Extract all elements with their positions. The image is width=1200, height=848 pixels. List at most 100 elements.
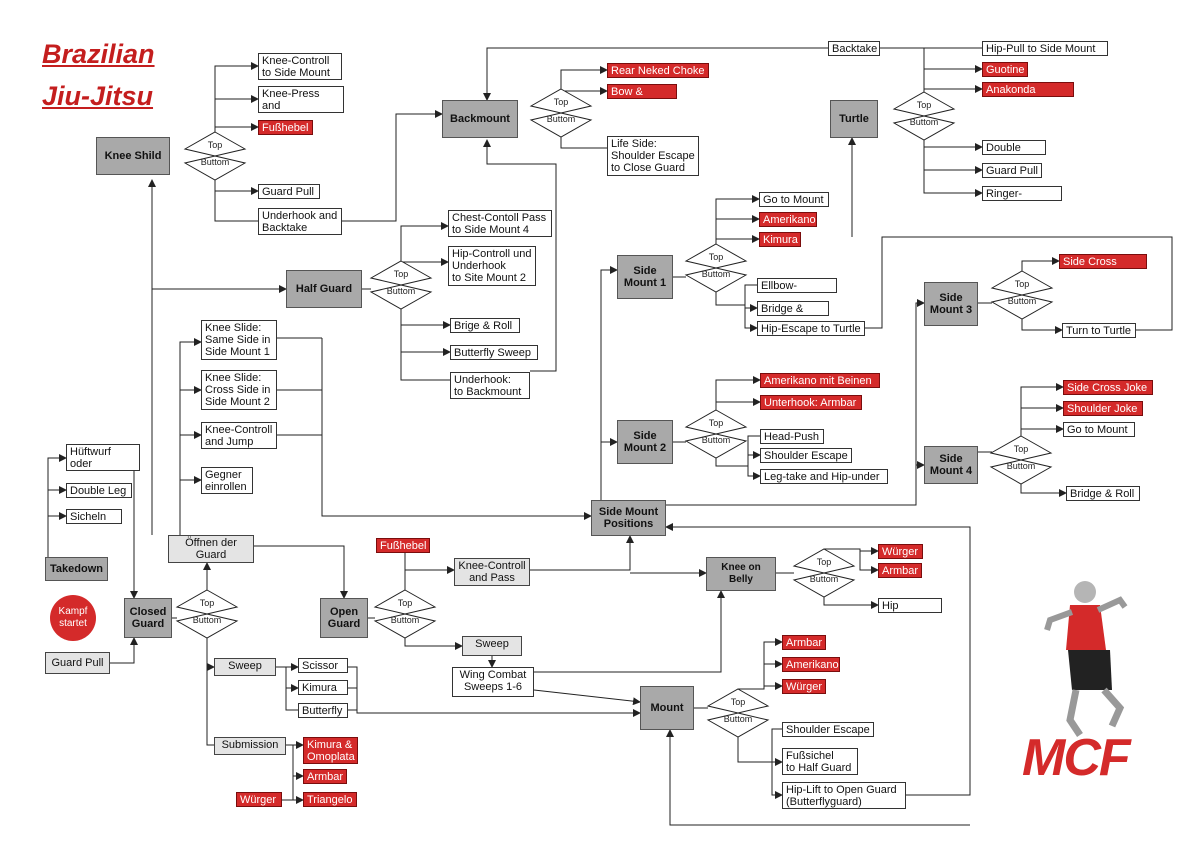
node-td-double-leg[interactable]: Double Leg — [66, 483, 132, 498]
connector — [560, 66, 608, 89]
node-kob-armbar[interactable]: Armbar — [878, 563, 922, 578]
node-og-sweep[interactable]: Sweep — [462, 636, 522, 656]
diamond-bottom-label: Buttom — [723, 714, 753, 724]
node-ks-knee-controll[interactable]: Knee-Controll to Side Mount 1 — [258, 53, 342, 80]
node-sm4-shoulder[interactable]: Shoulder Joke — [1063, 401, 1143, 416]
connector — [214, 191, 258, 222]
node-sm2-leg-take[interactable]: Leg-take and Hip-under — [760, 469, 888, 484]
diamond-top-label: Top — [207, 140, 223, 150]
node-cg-scissor[interactable]: Scissor — [298, 658, 348, 673]
node-sm4-go-mount[interactable]: Go to Mount — [1063, 422, 1135, 437]
node-og-knee-controll-jump[interactable]: Knee-Controll and Jump — [201, 422, 277, 449]
diamond-top-label: Top — [553, 97, 569, 107]
node-kob-wuerger[interactable]: Würger — [878, 544, 923, 559]
diamond-side-mount-2 — [684, 409, 748, 459]
node-side-mount-3[interactable]: Side Mount 3 — [924, 282, 978, 326]
node-og-fusshebel[interactable]: Fußhebel — [376, 538, 430, 553]
node-side-mount-1[interactable]: Side Mount 1 — [617, 255, 673, 299]
node-hg-underhook[interactable]: Underhook: to Backmount — [450, 372, 530, 399]
node-mount[interactable]: Mount — [640, 686, 694, 730]
node-ks-guard-pull[interactable]: Guard Pull — [258, 184, 320, 199]
node-hg-butterfly[interactable]: Butterfly Sweep — [450, 345, 538, 360]
node-sm1-hip-escape[interactable]: Hip-Escape to Turtle — [757, 321, 865, 336]
node-cg-wuerger[interactable]: Würger — [236, 792, 282, 807]
node-knee-shield[interactable]: Knee Shild — [96, 137, 170, 175]
node-closed-guard[interactable]: Closed Guard — [124, 598, 172, 638]
node-takedown[interactable]: Takedown — [45, 557, 108, 581]
node-sm3-cross[interactable]: Side Cross Joke — [1059, 254, 1147, 269]
node-sm1-kimura[interactable]: Kimura — [759, 232, 801, 247]
node-tu-guard-pull[interactable]: Guard Pull — [982, 163, 1042, 178]
node-sm2-unterhook[interactable]: Unterhook: Armbar — [760, 395, 862, 410]
node-hg-brige[interactable]: Brige & Roll — [450, 318, 520, 333]
connector — [666, 729, 970, 826]
node-open-guard[interactable]: Open Guard — [320, 598, 368, 638]
node-side-mount-positions[interactable]: Side Mount Positions — [591, 500, 666, 536]
node-cg-sweep[interactable]: Sweep — [214, 658, 276, 676]
connector — [744, 305, 758, 332]
node-sm2-shoulder[interactable]: Shoulder Escape — [760, 448, 852, 463]
node-bm-rear-naked[interactable]: Rear Neked Choke — [607, 63, 709, 78]
node-cg-kimura-omoplata[interactable]: Kimura & Omoplata — [303, 737, 358, 764]
node-hg-hip-controll[interactable]: Hip-Controll und Underhook to Site Mount… — [448, 246, 536, 286]
node-og-knee-slide-cross[interactable]: Knee Slide: Cross Side in Side Mount 2 — [201, 370, 277, 410]
node-kampf-startet[interactable]: Kampf startet — [50, 595, 96, 641]
node-hueftwurf[interactable]: Hüftwurf oder Schulterwurf — [66, 444, 140, 471]
node-cg-triangelo[interactable]: Triangelo — [303, 792, 357, 807]
node-backtake[interactable]: Backtake — [828, 41, 880, 56]
node-tu-double-leg[interactable]: Double Leg — [982, 140, 1046, 155]
diamond-top-label: Top — [199, 598, 215, 608]
node-sm4-cross[interactable]: Side Cross Joke — [1063, 380, 1153, 395]
node-cg-submission[interactable]: Submission — [214, 737, 286, 755]
node-mt-armbar[interactable]: Armbar — [782, 635, 826, 650]
node-cg-kimura[interactable]: Kimura — [298, 680, 348, 695]
node-sm2-head-push[interactable]: Head-Push — [760, 429, 824, 444]
connector — [206, 638, 214, 746]
node-sm1-go-mount[interactable]: Go to Mount — [759, 192, 829, 207]
connector — [130, 457, 140, 599]
diamond-side-mount-4 — [989, 435, 1053, 485]
node-side-mount-4[interactable]: Side Mount 4 — [924, 446, 978, 484]
node-oeffnen[interactable]: Öffnen der Guard (Ellbogen, Buckel) — [168, 535, 254, 563]
node-tu-guotine[interactable]: Guotine — [982, 62, 1028, 77]
node-sm1-amerikano[interactable]: Amerikano — [759, 212, 817, 227]
node-wing-combat[interactable]: Wing Combat Sweeps 1-6 — [452, 667, 534, 697]
node-tu-ringer[interactable]: Ringer-Escape — [982, 186, 1062, 201]
connector — [214, 62, 259, 132]
node-knee-on-belly[interactable]: Knee on Belly — [706, 557, 776, 591]
node-turtle[interactable]: Turtle — [830, 100, 878, 138]
node-sm1-elbow[interactable]: Ellbow-Escape — [757, 278, 837, 293]
node-ks-fusshebel[interactable]: Fußhebel — [258, 120, 313, 135]
node-cg-armbar[interactable]: Armbar — [303, 769, 347, 784]
node-mt-hip-lift[interactable]: Hip-Lift to Open Guard (Butterflyguard) — [782, 782, 906, 809]
node-tu-anakonda[interactable]: Anakonda Choke — [982, 82, 1074, 97]
node-og-gegner[interactable]: Gegner einrollen — [201, 467, 253, 494]
node-mt-shoulder[interactable]: Shoulder Escape — [782, 722, 874, 737]
node-ks-underhook[interactable]: Underhook and Backtake — [258, 208, 342, 235]
node-mt-amerikano[interactable]: Amerikano — [782, 657, 840, 672]
connector — [533, 689, 641, 706]
node-sm4-bridge[interactable]: Bridge & Roll — [1066, 486, 1140, 501]
node-sm2-amerikano[interactable]: Amerikano mit Beinen — [760, 373, 880, 388]
node-sm3-turn[interactable]: Turn to Turtle — [1062, 323, 1136, 338]
node-og-knee-slide-same[interactable]: Knee Slide: Same Side in Side Mount 1 — [201, 320, 277, 360]
node-side-mount-2[interactable]: Side Mount 2 — [617, 420, 673, 464]
node-bm-life-side[interactable]: Life Side: Shoulder Escape to Close Guar… — [607, 136, 699, 176]
node-kob-hip-escape[interactable]: Hip Escape — [878, 598, 942, 613]
node-backmount[interactable]: Backmount — [442, 100, 518, 138]
node-ks-knee-press[interactable]: Knee-Press and change Side — [258, 86, 344, 113]
node-mt-wuerger[interactable]: Würger — [782, 679, 826, 694]
node-guard-pull[interactable]: Guard Pull — [45, 652, 110, 674]
node-og-knee-pass[interactable]: Knee-Controll and Pass — [454, 558, 530, 586]
diamond-bottom-label: Buttom — [546, 114, 576, 124]
node-tu-hip-pull[interactable]: Hip-Pull to Side Mount 1 — [982, 41, 1108, 56]
node-cg-butterfly[interactable]: Butterfly — [298, 703, 348, 718]
node-mt-fusssichel[interactable]: Fußsichel to Half Guard — [782, 748, 858, 775]
node-hg-chest[interactable]: Chest-Contoll Pass to Side Mount 4 — [448, 210, 552, 237]
node-sm1-bridge[interactable]: Bridge & Roll — [757, 301, 829, 316]
node-bm-bow-arrow[interactable]: Bow & Arrow — [607, 84, 677, 99]
node-sicheln[interactable]: Sicheln — [66, 509, 122, 524]
diamond-half-guard — [369, 260, 433, 310]
node-half-guard[interactable]: Half Guard — [286, 270, 362, 308]
